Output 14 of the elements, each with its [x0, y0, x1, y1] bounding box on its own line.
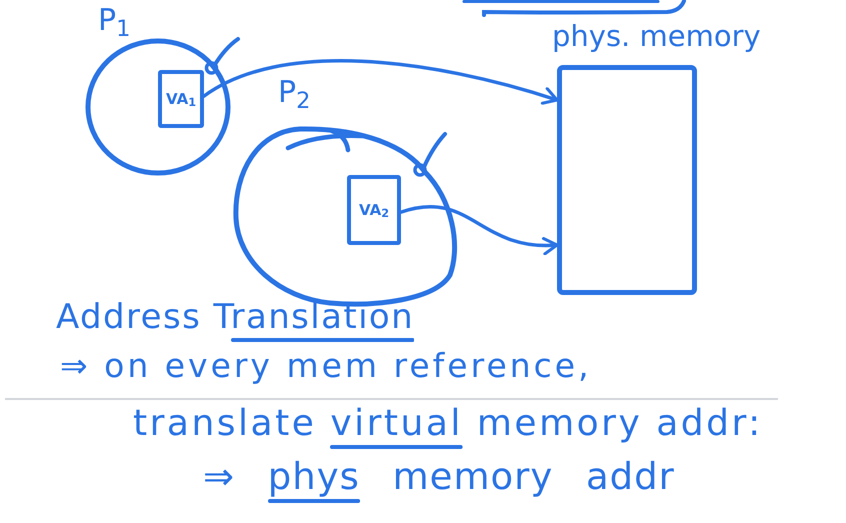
address-label: VA$_{1}$ — [166, 92, 196, 106]
note-text: Address Translation — [56, 297, 414, 337]
arrow — [202, 59, 559, 106]
process-circle — [84, 6, 232, 176]
address-box — [347, 175, 401, 245]
process-label: P$_{2}$ — [278, 75, 310, 110]
note-text: ⇒ on every mem reference, — [60, 346, 592, 385]
address-box — [158, 70, 204, 128]
memory-label: phys. memory — [552, 19, 761, 53]
note-text: ⇒ phys memory addr — [203, 455, 675, 498]
note-text: translate virtual memory addr: — [133, 403, 763, 444]
arrow — [399, 204, 559, 255]
address-label: VA$_{2}$ — [358, 202, 390, 218]
process-label: P$_{1}$ — [98, 3, 130, 38]
